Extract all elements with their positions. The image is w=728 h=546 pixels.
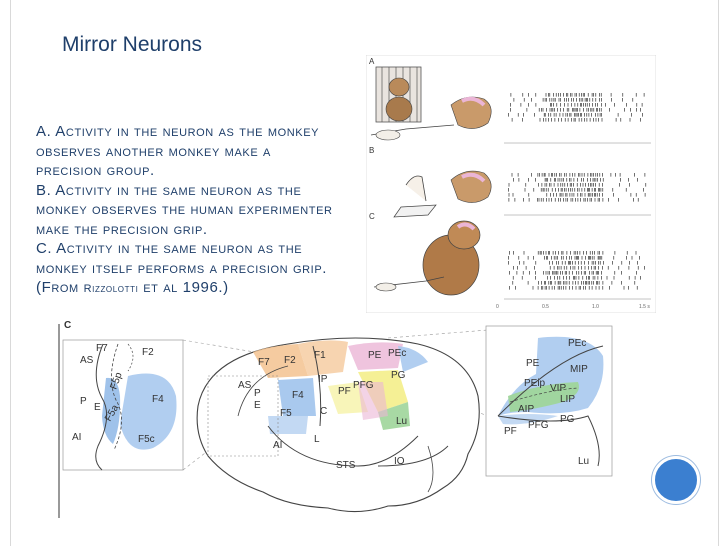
panel-label-b: B (369, 146, 374, 155)
region-as: AS (238, 380, 252, 391)
region-lu: Lu (396, 416, 407, 427)
left-inset-frontal-map (62, 339, 184, 471)
slide-frame-left (10, 0, 11, 546)
region-pg: PG (391, 370, 406, 381)
region-f1: F1 (314, 350, 326, 361)
region-f7-left: F7 (96, 343, 108, 354)
region-f4: F4 (292, 390, 304, 401)
region-aip: AIP (518, 404, 534, 415)
region-sts: STS (336, 460, 356, 471)
slide-frame-right (718, 0, 719, 546)
slide-title: Mirror Neurons (62, 33, 203, 56)
region-f5: F5 (280, 408, 292, 419)
panel-b-illustration (393, 170, 492, 218)
center-brain-illustration (196, 337, 480, 513)
region-peip: PEip (524, 378, 546, 389)
brain-area-map-figure: C F7 F2 AS F5p F4 P E F5a F5c AI (58, 316, 620, 518)
region-ip: IP (318, 374, 328, 385)
panel-label-c: C (369, 212, 375, 221)
paragraph-c-end: et al 1996.) (138, 279, 229, 296)
region-e-left: E (94, 402, 101, 413)
right-inset-parietal-map (485, 325, 613, 477)
region-pfg-right: PFG (528, 420, 549, 431)
region-f2: F2 (284, 355, 296, 366)
region-f2-left: F2 (142, 347, 154, 358)
region-mip: MIP (570, 364, 588, 375)
region-p-left: P (80, 396, 87, 407)
region-lip: LIP (560, 394, 575, 405)
region-pf-right: PF (504, 426, 517, 437)
paragraph-c: C. Activity in the same neuron as the mo… (36, 239, 336, 300)
region-l: L (314, 434, 320, 445)
panel-label-c-bottom: C (64, 320, 71, 331)
raster-plot-c (508, 251, 645, 290)
paragraph-a: A. Activity in the neuron as the monkey … (36, 123, 320, 179)
raster-plot-b (508, 173, 647, 202)
region-pec-right: PEc (568, 338, 586, 349)
region-pe-right: PE (526, 358, 540, 369)
mirror-neuron-raster-figure: A B C 0 0.5 1.0 1.5 s (366, 55, 656, 313)
paragraph-c-main: C. Activity in the same neuron as the mo… (36, 240, 328, 296)
region-f7: F7 (258, 357, 270, 368)
axis-tick-1-5: 1.5 s (639, 304, 650, 310)
paragraph-b: B. Activity in the same neuron as the mo… (36, 181, 333, 238)
region-p: P (254, 388, 261, 399)
region-pec: PEc (388, 348, 406, 359)
slide-body: A. Activity in the neuron as the monkey … (36, 122, 336, 300)
axis-tick-0: 0 (496, 304, 499, 310)
region-f5c-left: F5c (138, 434, 155, 445)
axis-tick-0-5: 0.5 (542, 304, 549, 310)
region-pfg: PFG (353, 380, 374, 391)
region-f4-left: F4 (152, 394, 164, 405)
raster-plot-a (508, 93, 645, 122)
region-lu-right: Lu (578, 456, 589, 467)
region-c: C (320, 406, 327, 417)
axis-tick-1-0: 1.0 (592, 304, 599, 310)
region-ai-left: AI (72, 432, 81, 443)
region-as-left: AS (80, 355, 94, 366)
region-pe: PE (368, 350, 382, 361)
region-e: E (254, 400, 261, 411)
panel-a-illustration (370, 66, 492, 141)
panel-c-illustration (373, 220, 481, 296)
region-pg-right: PG (560, 414, 575, 425)
region-vip: VIP (550, 383, 566, 394)
citation-author: Rizzolotti (83, 283, 139, 295)
panel-label-a: A (369, 57, 375, 66)
region-ai: AI (273, 440, 282, 451)
decorative-circle (652, 456, 700, 504)
region-pf: PF (338, 386, 351, 397)
region-io: IO (394, 456, 405, 467)
